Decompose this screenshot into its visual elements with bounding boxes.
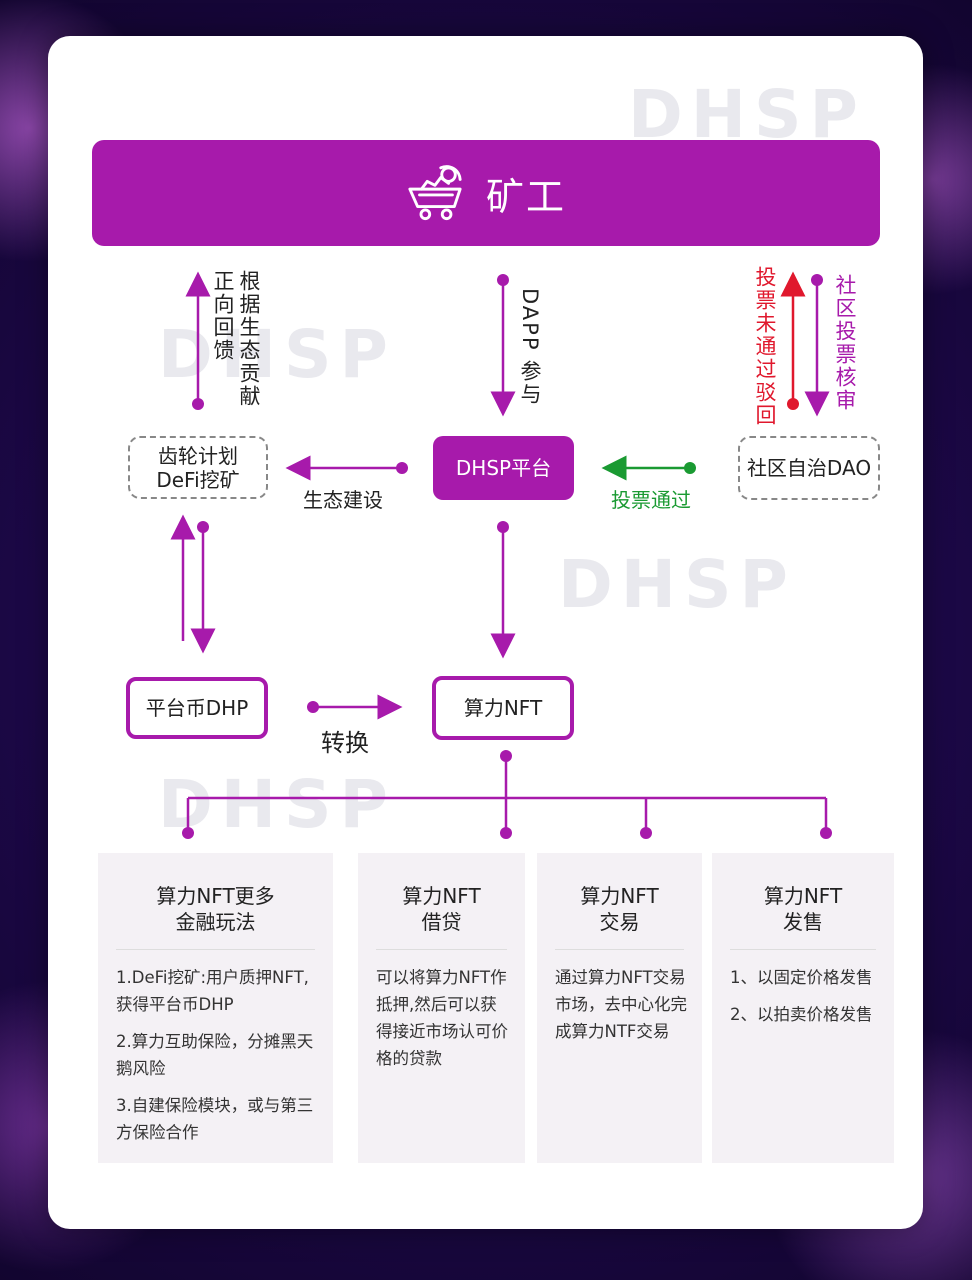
defi-mining-label: DeFi挖矿 bbox=[156, 467, 240, 492]
connector-lines bbox=[170, 271, 832, 839]
ecosystem-contribution-label: 根据生态贡献 bbox=[237, 270, 261, 408]
list-item: 2、以拍卖价格发售 bbox=[730, 1005, 873, 1024]
divider bbox=[555, 949, 684, 950]
header-title: 矿工 bbox=[485, 174, 566, 219]
vote-pass-label: 投票通过 bbox=[611, 488, 691, 512]
vote-rejected-label: 投票未通过驳回 bbox=[753, 266, 777, 427]
divider bbox=[376, 949, 507, 950]
dhsp-platform-node: DHSP平台 bbox=[433, 436, 574, 500]
dapp-participation-label: DAPP 参与 bbox=[518, 288, 542, 407]
diagram-card: DHSP DHSP DHSP DHSP DHSP bbox=[48, 36, 923, 1229]
divider bbox=[730, 949, 876, 950]
mining-cart-icon bbox=[408, 165, 462, 221]
gear-plan-label: 齿轮计划 bbox=[158, 443, 238, 468]
watermark: DHSP bbox=[158, 766, 396, 843]
list-item: 通过算力NFT交易市场，去中心化完成算力NTF交易 bbox=[555, 968, 687, 1041]
list-item: 3.自建保险模块，或与第三方保险合作 bbox=[116, 1096, 314, 1142]
gear-plan-defi-mining-node: 齿轮计划 DeFi挖矿 bbox=[128, 436, 268, 499]
eco-build-label: 生态建设 bbox=[303, 488, 383, 512]
list-item: 2.算力互助保险，分摊黑天鹅风险 bbox=[116, 1032, 314, 1078]
panel-finance: 算力NFT更多金融玩法 1.DeFi挖矿:用户质押NFT,获得平台币DHP 2.… bbox=[98, 853, 333, 1163]
platform-coin-dhp-node: 平台币DHP bbox=[126, 677, 268, 739]
divider bbox=[116, 949, 315, 950]
community-review-label: 社区投票核审 bbox=[833, 274, 857, 412]
list-item: 1.DeFi挖矿:用户质押NFT,获得平台币DHP bbox=[116, 968, 309, 1014]
list-item: 可以将算力NFT作抵押,然后可以获得接近市场认可价格的贷款 bbox=[376, 968, 508, 1068]
convert-label: 转换 bbox=[321, 729, 369, 757]
community-dao-node: 社区自治DAO bbox=[738, 436, 880, 500]
miner-header: 矿工 bbox=[92, 140, 880, 246]
positive-feedback-label: 正向回馈 bbox=[211, 270, 235, 362]
panel-title: 算力NFT更多金融玩法 bbox=[156, 884, 275, 934]
watermark: DHSP bbox=[158, 316, 396, 393]
hashpower-nft-node: 算力NFT bbox=[432, 676, 574, 740]
list-item: 1、以固定价格发售 bbox=[730, 968, 873, 987]
watermark: DHSP bbox=[558, 546, 796, 623]
